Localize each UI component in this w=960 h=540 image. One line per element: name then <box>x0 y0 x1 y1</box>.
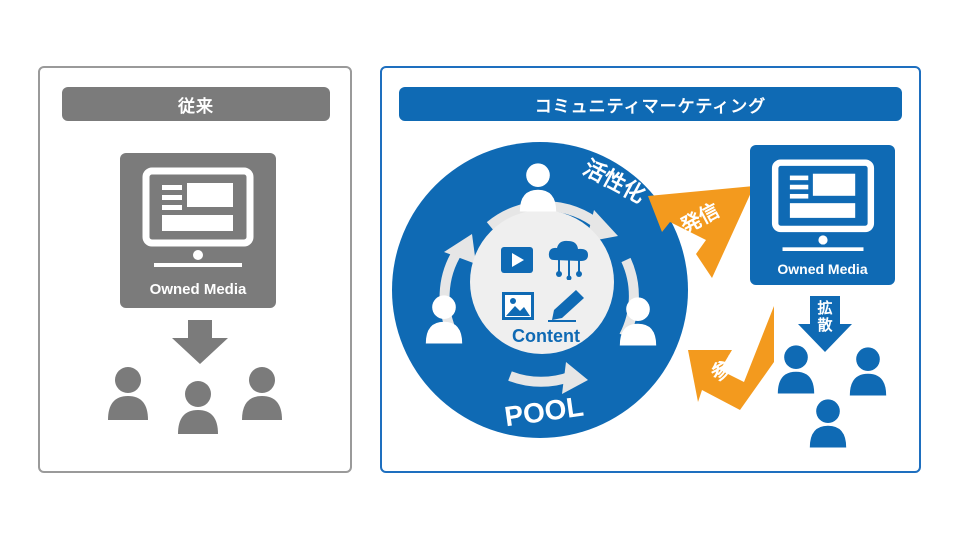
person-icon <box>178 381 218 434</box>
arrow-down-icon <box>172 320 228 364</box>
community-marketing-title: コミュニティマーケティング <box>399 87 902 121</box>
person-icon <box>809 399 847 448</box>
monitor-icon <box>142 167 254 267</box>
owned-media-box-traditional: Owned Media <box>120 153 276 308</box>
broadcast-arrow <box>648 186 754 278</box>
person-icon <box>108 367 148 420</box>
content-label: Content <box>512 326 580 346</box>
owned-media-label: Owned Media <box>777 261 868 277</box>
person-icon <box>425 295 463 344</box>
participate-arrow <box>688 306 774 410</box>
video-play-icon <box>501 247 533 273</box>
person-icon <box>777 345 815 394</box>
spread-label: 拡散 <box>817 299 833 334</box>
owned-media-box-community: Owned Media <box>750 145 895 285</box>
person-icon <box>519 163 557 212</box>
owned-media-label: Owned Media <box>149 281 247 298</box>
cloud-network-icon <box>548 240 588 280</box>
person-icon <box>619 297 657 346</box>
person-icon <box>242 367 282 420</box>
image-icon <box>502 292 534 320</box>
person-icon <box>849 347 887 396</box>
spread-arrow <box>798 296 852 352</box>
traditional-title: 従来 <box>62 87 330 121</box>
pencil-icon <box>548 290 584 322</box>
monitor-icon <box>771 159 875 251</box>
